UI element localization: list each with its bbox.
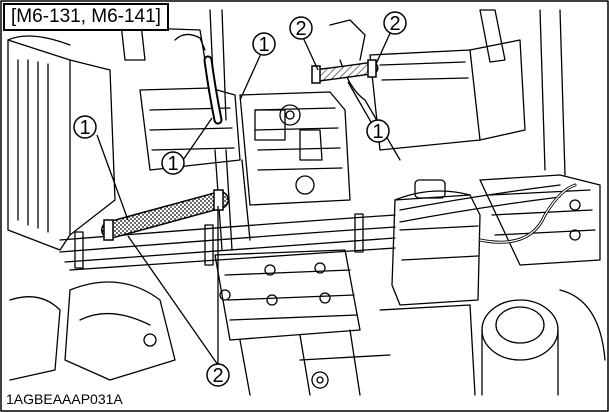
hose-clamp [103,219,114,241]
figure-code: 1AGBEAAAP031A [4,391,125,407]
hose-clamp [311,65,321,84]
svg-text:2: 2 [295,18,306,40]
leader-lines [96,28,393,366]
svg-text:1: 1 [258,34,269,56]
callout-1-left: 1 [73,115,97,139]
hose-assembly [101,55,379,241]
callout-2-top-right: 2 [383,11,407,35]
callout-1-right: 1 [366,119,390,143]
callout-2-top-left: 2 [289,16,313,40]
svg-text:1: 1 [372,121,383,143]
callout-1-center: 1 [161,151,185,175]
svg-text:2: 2 [389,13,400,35]
callout-1-top: 1 [252,32,276,56]
hose-clamp [367,59,377,78]
callout-2-bottom: 2 [206,363,230,387]
svg-text:1: 1 [167,153,178,175]
svg-text:1: 1 [79,117,90,139]
model-label: [M6-131, M6-141] [3,3,169,31]
svg-text:2: 2 [212,365,223,387]
